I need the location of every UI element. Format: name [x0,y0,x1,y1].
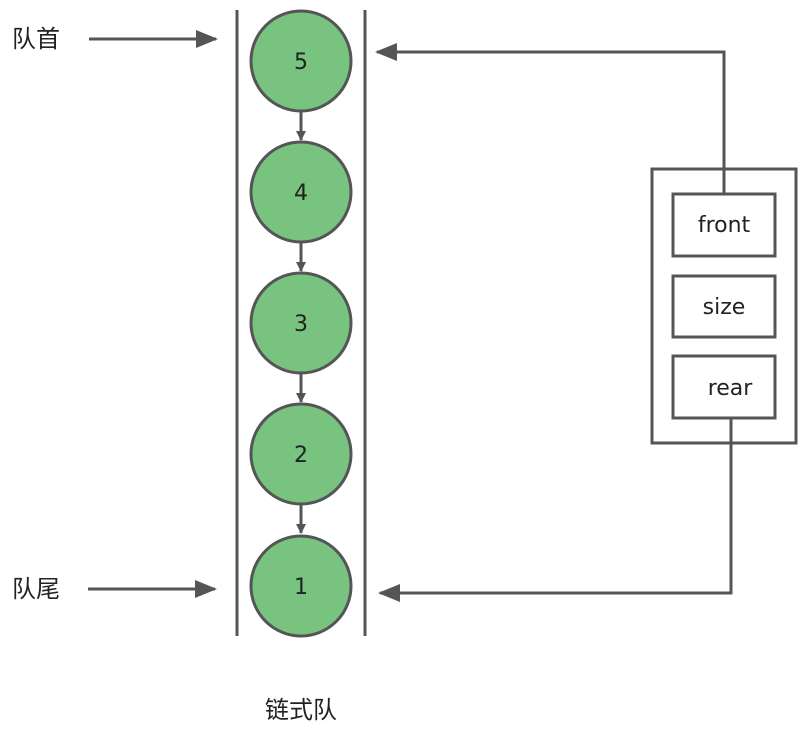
node-value: 5 [294,50,308,75]
queue-node-2: 2 [249,402,353,506]
node-value: 1 [294,575,308,600]
field-label: rear [708,376,754,401]
node-value: 4 [294,181,308,206]
node-circle [249,140,353,244]
node-circle [249,402,353,506]
node-circle [249,534,353,638]
field-box [671,192,777,258]
rear-pointer-arrow [378,418,733,602]
node-circle [249,271,353,375]
node-circle [249,9,353,113]
field-box [671,354,777,420]
field-rear: rear [671,354,777,420]
queue-node-3: 3 [249,271,353,375]
head-label: 队首 [12,25,60,53]
field-label: front [698,213,751,238]
queue-node-1: 1 [249,534,353,638]
tail-label: 队尾 [12,575,60,603]
field-front: front [671,192,777,258]
field-label: size [703,295,746,320]
diagram-caption: 链式队 [265,696,337,724]
field-size: size [671,274,777,339]
front-pointer-arrow [375,43,726,194]
node-value: 2 [294,443,308,468]
node-value: 3 [294,312,308,337]
queue-node-5: 5 [249,9,353,113]
field-box [671,274,777,339]
queue-node-4: 4 [249,140,353,244]
